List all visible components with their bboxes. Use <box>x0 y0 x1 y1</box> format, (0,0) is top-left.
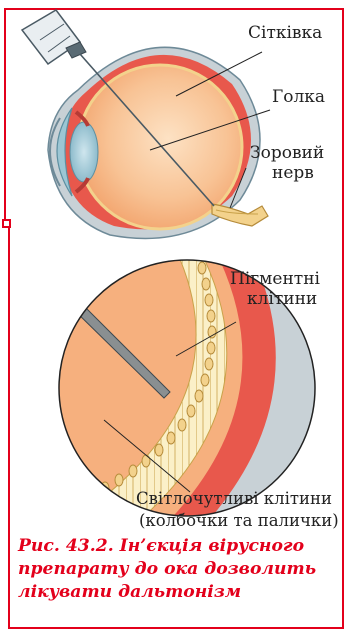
label-photoreceptors-1: Світлочутливі клітини <box>136 490 332 509</box>
label-pigment-1: Пігментні <box>230 270 320 290</box>
optic-nerve <box>212 204 268 226</box>
caption-line-1: Рис. 43.2. Ін’єкція вірусного <box>18 535 338 558</box>
label-optic-nerve-1: Зоровий <box>250 144 324 164</box>
figure-caption: Рис. 43.2. Ін’єкція вірусного препарату … <box>18 535 338 605</box>
caption-line-3: лікувати дальтонізм <box>18 581 338 604</box>
caption-line-2: препарату до ока дозволить <box>18 558 338 581</box>
label-retina: Сітківка <box>248 24 322 44</box>
label-optic-nerve-2: нерв <box>272 164 314 184</box>
lens <box>70 122 98 182</box>
label-pigment-2: клітини <box>247 290 317 310</box>
label-photoreceptors-2: (колбочки та палички) <box>139 512 339 531</box>
label-needle: Голка <box>272 88 325 108</box>
